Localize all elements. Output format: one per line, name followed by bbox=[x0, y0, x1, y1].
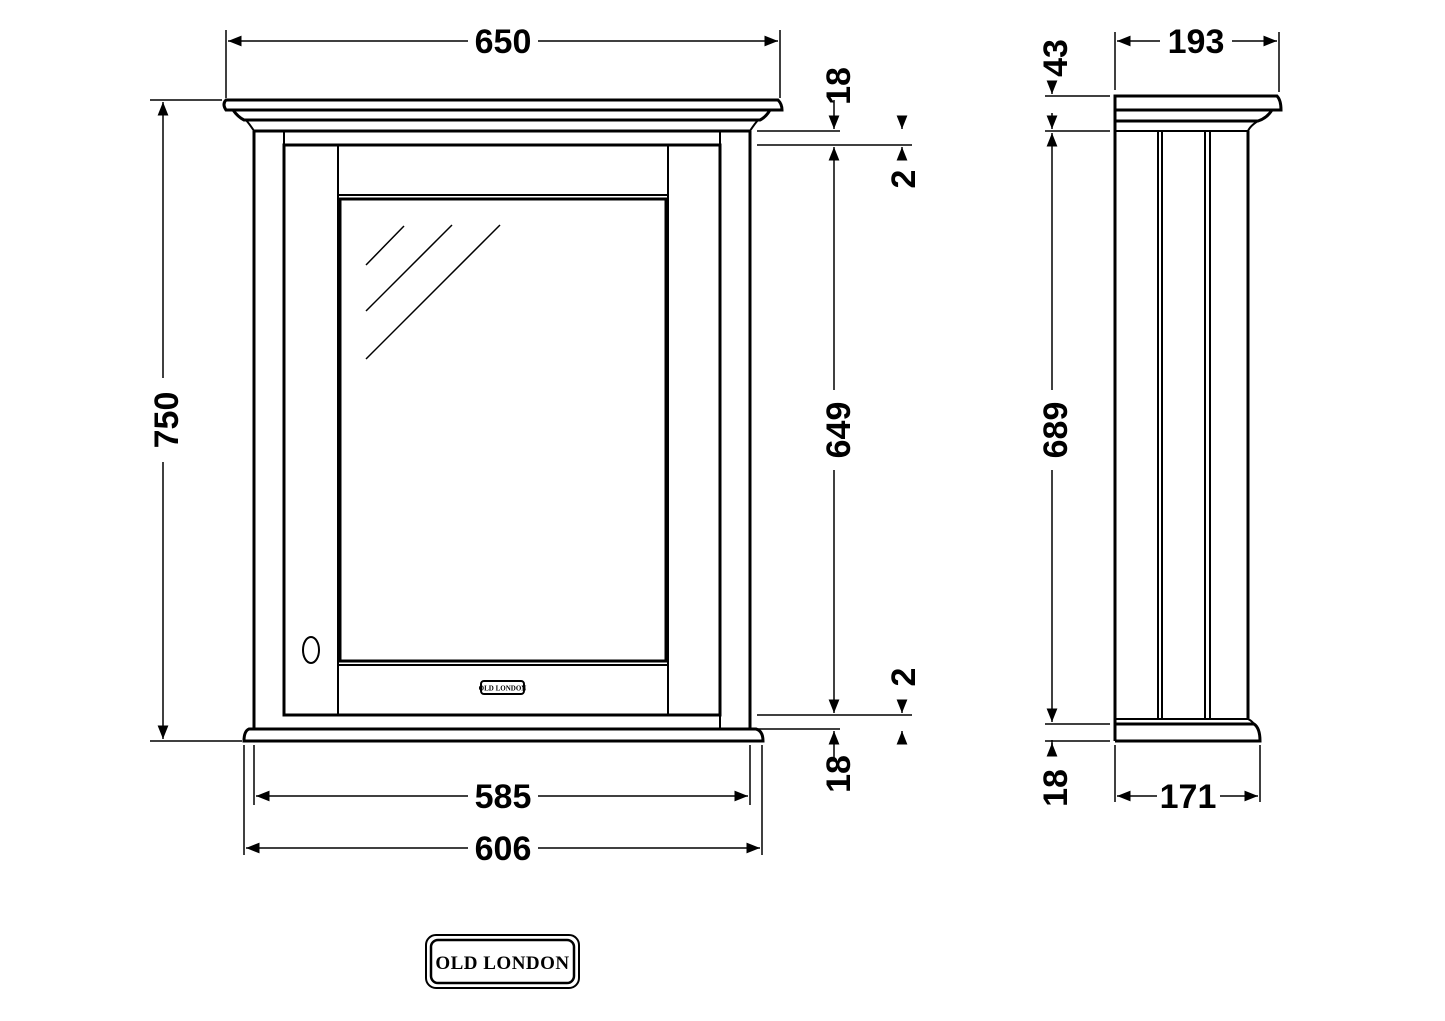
dim-side-cornice-height: 43 bbox=[1037, 39, 1075, 77]
door-knob bbox=[302, 636, 320, 664]
dim-body-width: 585 bbox=[475, 778, 532, 816]
svg-text:OLD LONDON: OLD LONDON bbox=[435, 953, 569, 974]
dim-plinth-height: 18 bbox=[820, 755, 858, 793]
front-dimensions: 650 750 18 649 18 2 2 58 bbox=[148, 23, 923, 868]
front-view: OLD LONDON bbox=[222, 98, 784, 743]
dim-cornice-height: 18 bbox=[820, 67, 858, 105]
dim-plinth-width: 606 bbox=[475, 830, 532, 868]
svg-text:OLD LONDON: OLD LONDON bbox=[479, 685, 527, 693]
dim-door-gap-top: 2 bbox=[885, 170, 923, 189]
dim-side-body-height: 689 bbox=[1037, 402, 1075, 459]
dim-side-top-depth: 193 bbox=[1168, 23, 1225, 61]
door-brand-plaque: OLD LONDON bbox=[479, 680, 527, 695]
front-cornice bbox=[222, 98, 784, 132]
front-door: OLD LONDON bbox=[282, 143, 722, 717]
front-plinth bbox=[242, 727, 765, 743]
dim-side-bottom-depth: 171 bbox=[1160, 778, 1217, 816]
dim-side-plinth-height: 18 bbox=[1037, 769, 1075, 807]
old-london-logo: OLD LONDON bbox=[425, 934, 580, 989]
dim-door-gap-bottom: 2 bbox=[885, 668, 923, 687]
side-view bbox=[1113, 94, 1283, 743]
dim-overall-width: 650 bbox=[475, 23, 532, 61]
front-carcass bbox=[252, 129, 752, 731]
side-dimensions: 193 43 689 18 171 bbox=[1037, 23, 1280, 816]
dim-door-height: 649 bbox=[820, 402, 858, 459]
dim-overall-height: 750 bbox=[148, 392, 186, 449]
mirror-glass bbox=[338, 197, 668, 663]
